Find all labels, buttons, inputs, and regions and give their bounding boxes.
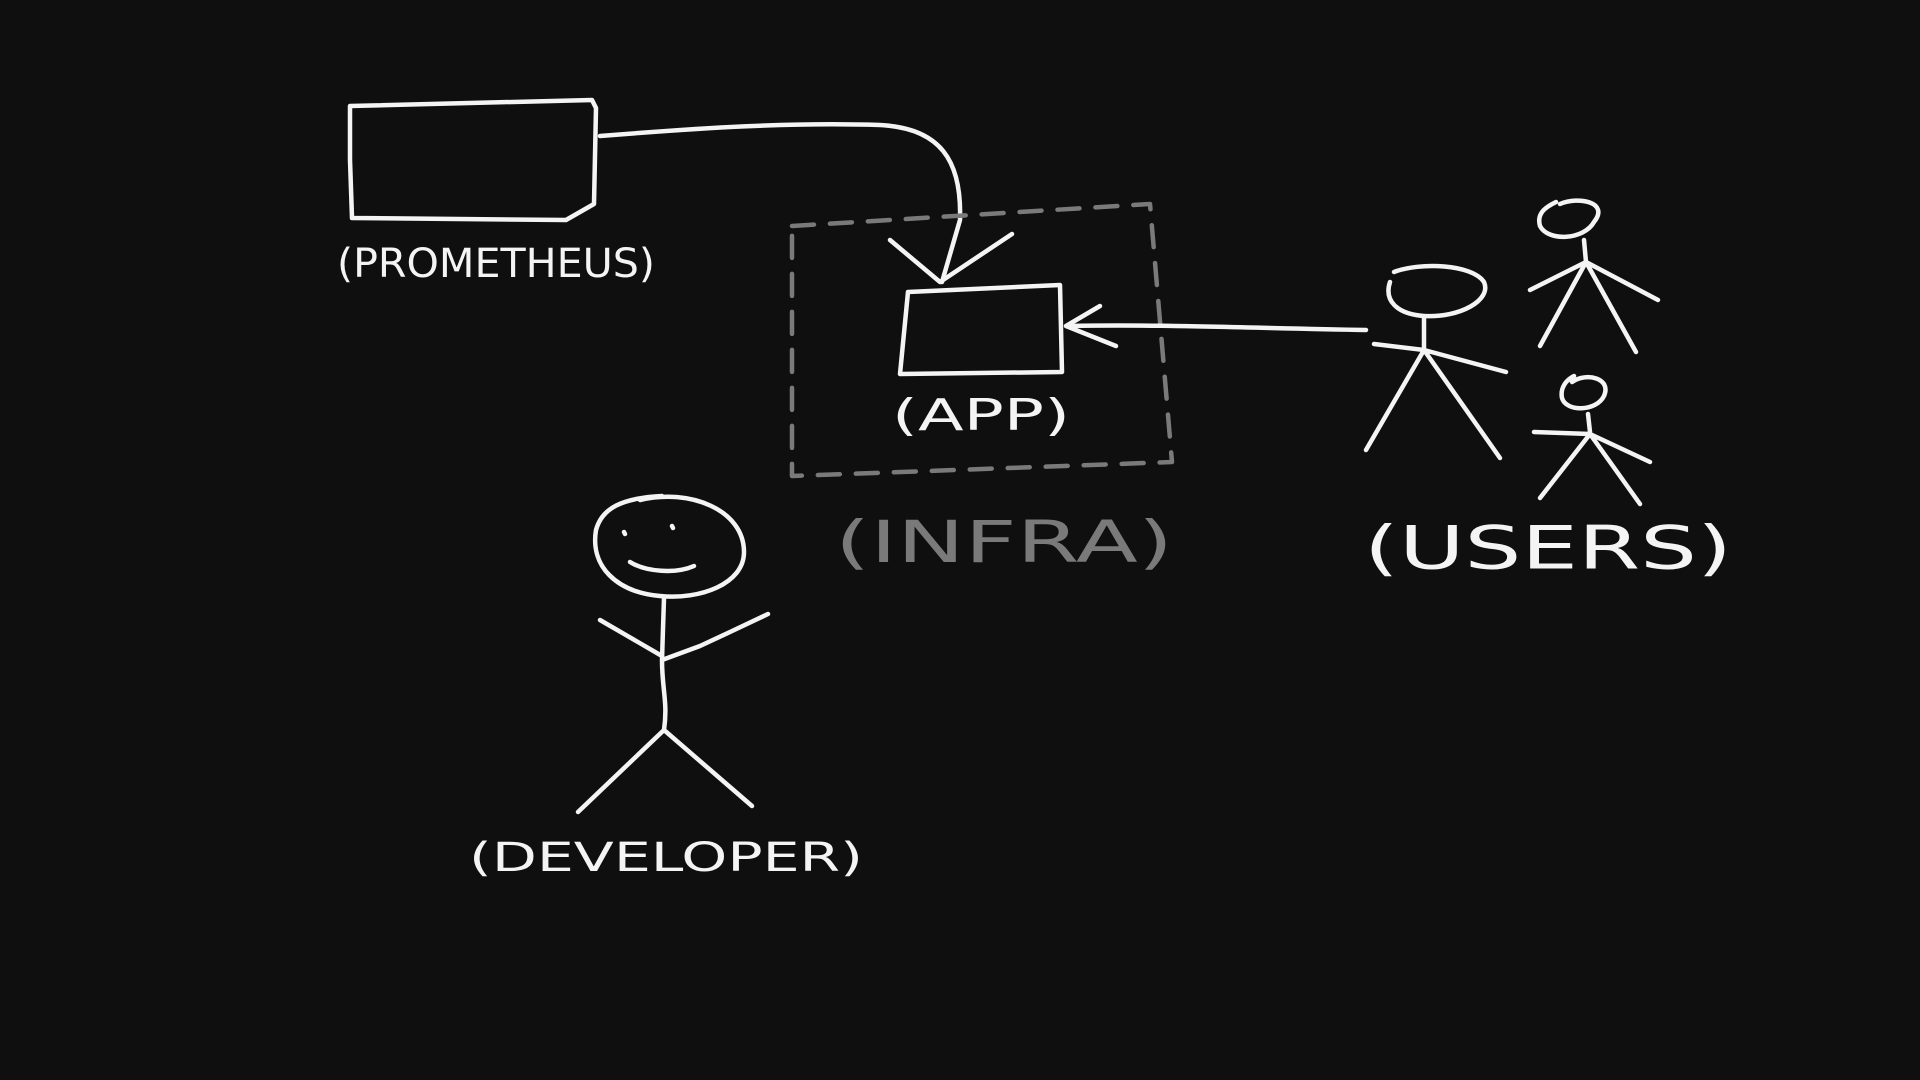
user-body-icon	[1363, 315, 1509, 461]
user-figure-bottom	[1531, 373, 1653, 507]
user-head-icon	[1559, 373, 1608, 411]
user-head-icon	[1536, 198, 1601, 240]
user-figure-top	[1527, 198, 1661, 355]
developer-head-icon	[592, 493, 747, 599]
developer-node: (DEVELOPER)	[469, 493, 863, 881]
user-figure-large	[1363, 263, 1509, 461]
edge-users-to-app-arrowhead	[1063, 303, 1119, 349]
prometheus-label: (PROMETHEUS)	[337, 241, 655, 287]
developer-label: (DEVELOPER)	[469, 835, 863, 881]
edge-prometheus-to-app-line	[597, 121, 963, 285]
infra-node: (INFRA)	[789, 201, 1175, 576]
user-body-icon	[1527, 237, 1661, 355]
edge-users-to-app	[1063, 303, 1369, 349]
developer-eye-left-icon	[621, 529, 628, 537]
developer-body-icon	[575, 595, 771, 815]
developer-figure	[575, 493, 771, 815]
prometheus-node: (PROMETHEUS)	[337, 97, 655, 287]
prometheus-box	[347, 97, 599, 223]
app-node: (APP)	[892, 282, 1070, 441]
user-head-icon	[1386, 263, 1488, 319]
user-body-icon	[1531, 411, 1653, 507]
app-box	[897, 282, 1065, 377]
infra-label: (INFRA)	[835, 508, 1173, 576]
infra-dashed-boundary	[789, 201, 1175, 479]
edge-prometheus-to-app-arrowhead	[887, 231, 1015, 285]
developer-smile-icon	[627, 559, 697, 574]
users-node: (USERS)	[1363, 198, 1732, 584]
edge-users-to-app-line	[1067, 323, 1369, 333]
developer-eye-right-icon	[669, 523, 676, 531]
app-label: (APP)	[892, 390, 1070, 441]
edge-prometheus-to-app	[597, 121, 1015, 285]
users-label: (USERS)	[1364, 514, 1732, 584]
